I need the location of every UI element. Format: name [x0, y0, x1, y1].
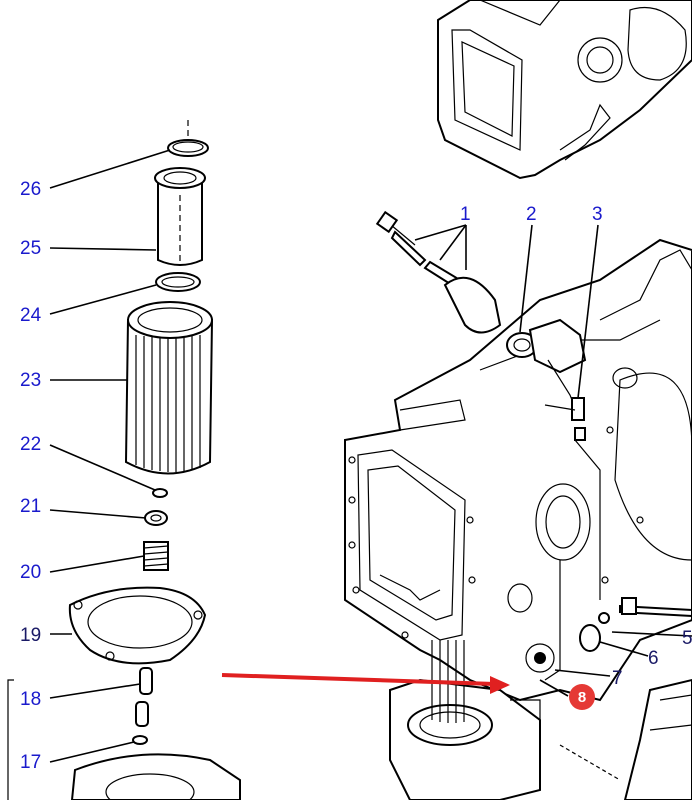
callout-19: 19 [20, 625, 41, 646]
highlight-badge: 8 [569, 684, 595, 710]
callout-1: 1 [460, 204, 471, 225]
callout-23: 23 [20, 370, 41, 391]
housing-bolt-holes [348, 426, 644, 639]
callout-5: 5 [682, 628, 692, 649]
highlight-badge-circle [569, 684, 595, 710]
bottom-right-bracket [559, 678, 692, 800]
callout-6: 6 [648, 648, 659, 669]
bolt-and-washers [579, 597, 692, 652]
leader-lines [49, 149, 692, 763]
callout-21: 21 [20, 496, 41, 517]
callout-25: 25 [20, 238, 41, 259]
callout-7: 7 [612, 668, 623, 689]
callout-24: 24 [20, 305, 42, 326]
callout-17: 17 [20, 752, 41, 773]
callout-18: 18 [20, 689, 41, 710]
main-housing [344, 238, 692, 702]
upper-housing [437, 0, 692, 180]
sensor-assembly [375, 210, 587, 441]
callout-22: 22 [20, 434, 41, 455]
callout-3: 3 [592, 204, 603, 225]
highlight-arrow [221, 673, 510, 694]
callout-26: 26 [20, 179, 41, 200]
filter-stack [7, 120, 241, 800]
highlight-badge-label: 8 [578, 689, 586, 706]
callout-labels: 26 25 24 23 22 21 20 19 18 17 1 2 3 5 6 … [20, 179, 692, 773]
filter-pleats [135, 335, 201, 472]
callout-20: 20 [20, 562, 41, 583]
callout-2: 2 [526, 204, 537, 225]
